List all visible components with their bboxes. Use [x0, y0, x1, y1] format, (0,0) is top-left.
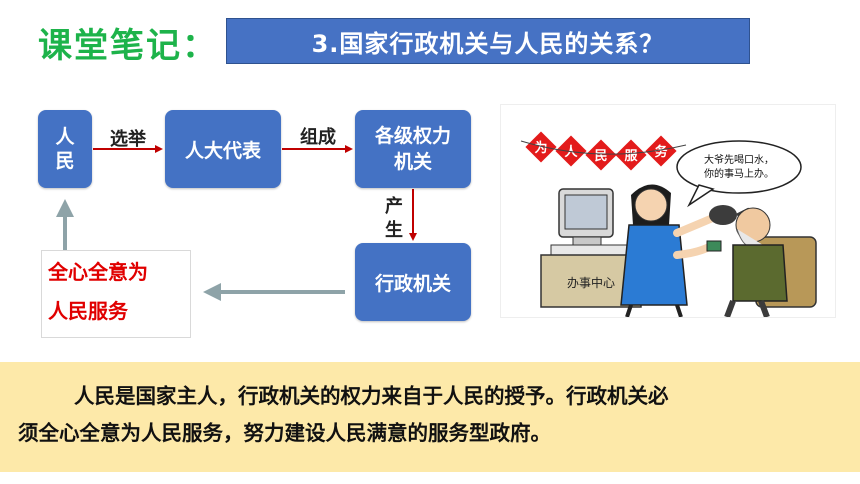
speech-bubble: 大爷先喝口水， 你的事马上办。 — [676, 140, 802, 208]
service-cartoon-illustration: 为 人 民 服 务 大爷先喝口水， 你的事马上办。 办事中心 — [500, 104, 836, 319]
node-power-line1: 各级权力 — [374, 125, 451, 147]
slide-title-text: 3.国家行政机关与人民的关系？ — [311, 29, 665, 58]
node-admin-label: 行政机关 — [374, 272, 451, 295]
node-power-organs: 各级权力 机关 — [355, 110, 471, 188]
node-congress-deputies: 人大代表 — [165, 110, 281, 188]
summary-text: 人民是国家主人，行政机关的权力来自于人民的授予。行政机关必 须全心全意为人民服务… — [0, 362, 860, 452]
edge-label-produce-2: 生 — [385, 220, 403, 241]
serve-people-box: 全心全意为 人民服务 — [41, 250, 191, 338]
serve-people-line2: 人民服务 — [48, 299, 128, 323]
node-people-line2: 民 — [55, 150, 75, 172]
banner-char-5: 务 — [654, 144, 668, 160]
node-people: 人 民 — [38, 110, 92, 188]
banner-char-1: 为 — [534, 140, 547, 156]
computer — [550, 188, 632, 256]
node-power-line2: 机关 — [393, 151, 432, 173]
banner-char-3: 民 — [594, 149, 607, 164]
cartoon-drawing: 为 人 民 服 务 大爷先喝口水， 你的事马上办。 办事中心 — [511, 125, 825, 319]
slide-title: 3.国家行政机关与人民的关系？ — [226, 18, 750, 64]
summary-line-2: 须全心全意为人民服务，努力建设人民满意的服务型政府。 — [18, 421, 551, 445]
edge-label-elect: 选举 — [110, 129, 146, 150]
summary-panel: 人民是国家主人，行政机关的权力来自于人民的授予。行政机关必 须全心全意为人民服务… — [0, 362, 860, 472]
banner-char-4: 服 — [624, 149, 638, 164]
node-congress-label: 人大代表 — [184, 139, 261, 162]
speech-line-2: 你的事马上办。 — [704, 167, 774, 180]
old-man-figure — [724, 207, 817, 319]
notes-label: 课堂笔记： — [38, 26, 218, 66]
summary-line-1-text: 人民是国家主人，行政机关的权力来自于人民的授予。行政机关必 — [74, 384, 669, 408]
summary-line-1: 人民是国家主人，行政机关的权力来自于人民的授予。行政机关必 — [18, 378, 842, 415]
speech-line-1: 大爷先喝口水， — [704, 153, 774, 166]
node-people-line1: 人 — [55, 126, 75, 148]
desk-sign: 办事中心 — [567, 275, 615, 290]
edge-label-produce-1: 产 — [385, 196, 403, 217]
node-administrative-organs: 行政机关 — [355, 243, 471, 321]
serve-people-line1: 全心全意为 — [48, 260, 148, 284]
edge-label-form: 组成 — [300, 127, 336, 148]
